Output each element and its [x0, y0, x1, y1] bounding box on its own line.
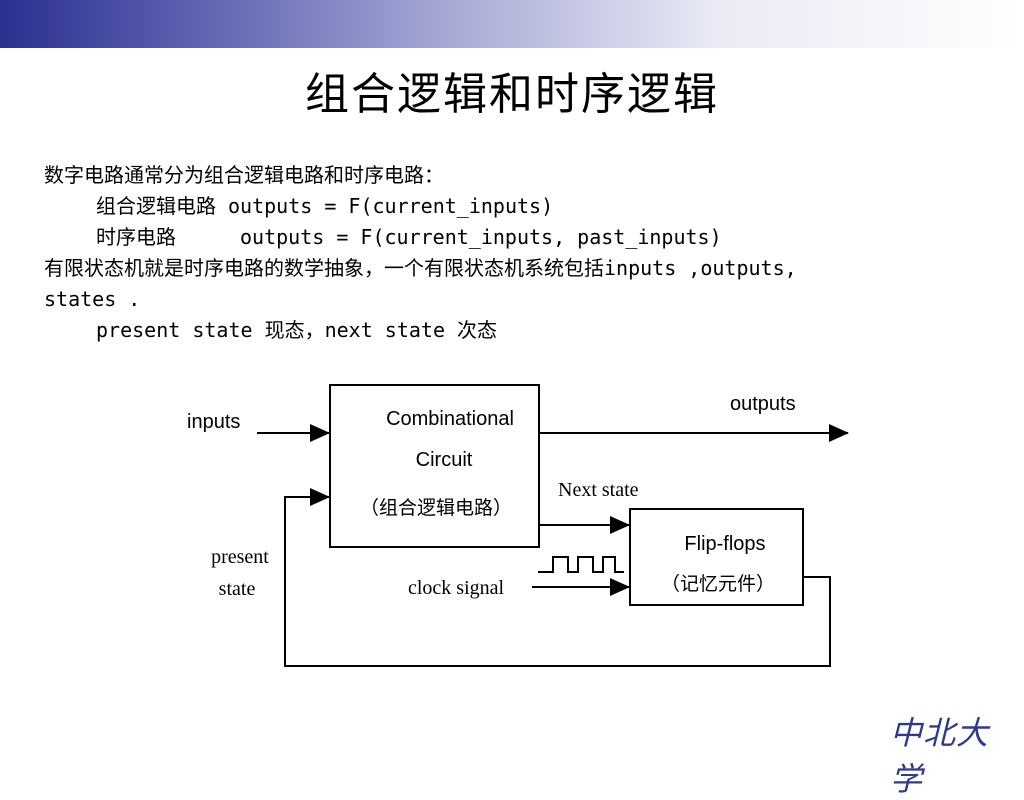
combinational-label: 组合逻辑电路	[96, 194, 216, 218]
fsm-diagram: Combinational Circuit （组合逻辑电路） Flip-flop…	[187, 384, 849, 667]
inputs-label: inputs	[187, 411, 240, 433]
next-state-label: Next state	[558, 479, 639, 501]
body-line-1: 数字电路通常分为组合逻辑电路和时序电路：	[44, 163, 444, 187]
combinational-expr: outputs = F(current_inputs)	[228, 194, 554, 218]
flipflops-box	[629, 508, 804, 606]
slide-title: 组合逻辑和时序逻辑	[305, 69, 719, 120]
body-line-4: 有限状态机就是时序电路的数学抽象，一个有限状态机系统包括inputs ,outp…	[44, 256, 797, 280]
flipflops-cn: （记忆元件）	[661, 573, 775, 595]
body-line-5: states .	[44, 287, 141, 311]
combinational-title-2: Circuit	[416, 449, 473, 471]
body-line-3: 时序电路 outputs = F(current_inputs, past_inp…	[44, 222, 994, 253]
combinational-title-1: Combinational	[386, 408, 514, 430]
present-state-label-2: state	[219, 578, 256, 600]
body-line-2: 组合逻辑电路 outputs = F(current_inputs)	[44, 191, 994, 222]
clock-signal-label: clock signal	[408, 577, 505, 599]
feedback-loop	[284, 488, 831, 667]
outputs-label: outputs	[730, 393, 796, 415]
sequential-label: 时序电路	[96, 225, 176, 249]
present-state-label-1: present	[211, 546, 269, 568]
sequential-expr: outputs = F(current_inputs, past_inputs)	[240, 225, 722, 249]
body-line-6: present state 现态，next state 次态	[96, 318, 498, 342]
body-text: 数字电路通常分为组合逻辑电路和时序电路： 组合逻辑电路 outputs = F(c…	[44, 160, 994, 346]
combinational-box	[329, 384, 540, 548]
top-banner	[0, 0, 1024, 48]
clock-waveform	[538, 556, 624, 573]
university-logo: 中北大学	[890, 714, 990, 798]
flipflops-title: Flip-flops	[684, 533, 765, 555]
combinational-cn: （组合逻辑电路）	[360, 497, 512, 519]
